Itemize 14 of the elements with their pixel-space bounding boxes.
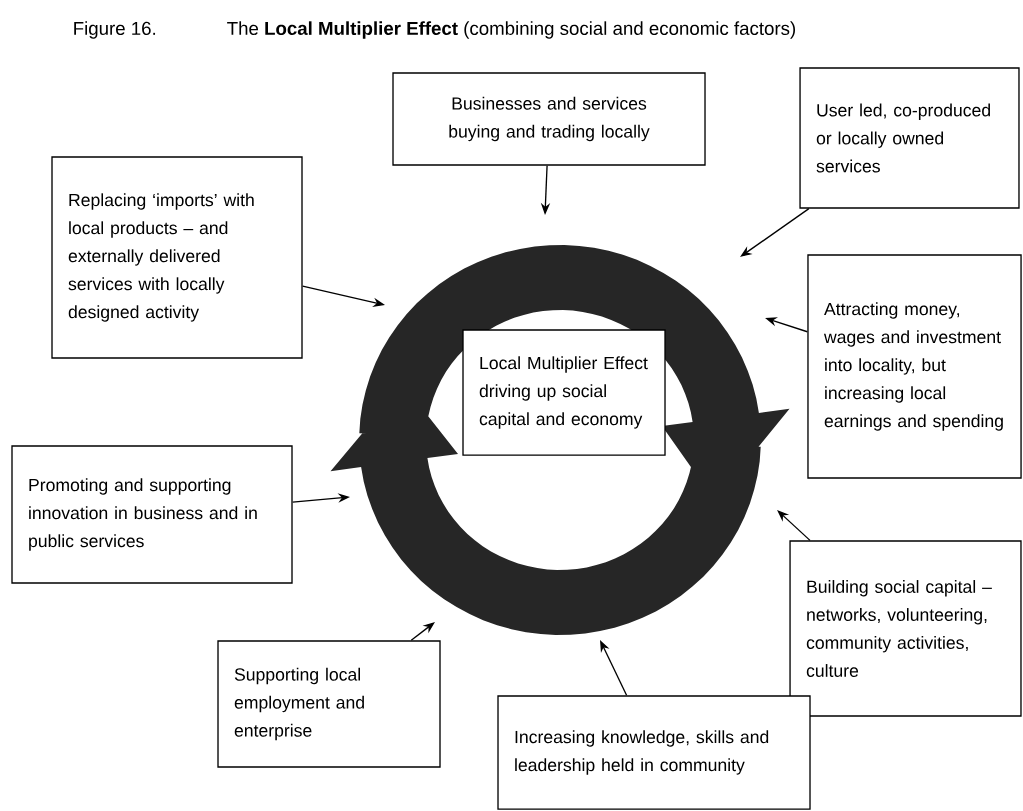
text-box: Attracting money, wages and investment into locality, but increasing local earnings and spending	[807, 254, 1022, 479]
arrow	[740, 208, 810, 257]
text-box: Supporting local employment and enterprise	[217, 640, 441, 768]
text-box: Promoting and supporting innovation in business and in public services	[11, 445, 293, 584]
text-box: Businesses and services buying and trading locally	[392, 72, 706, 166]
text-box: Increasing knowledge, skills and leadership held in community	[497, 695, 811, 810]
title: The Local Multiplier Effect (combining social and economic factors)	[227, 21, 795, 39]
text-box: Local Multiplier Effect driving up social capital and economy	[462, 329, 666, 456]
arrow	[777, 510, 811, 542]
text-box: User led, co-produced or locally owned services	[799, 67, 1020, 209]
arrow	[410, 622, 435, 641]
figure-number: Figure 16.	[74, 21, 156, 39]
text-box: Replacing ‘imports’ with local products – and externally delivered services with locally designed activity	[51, 156, 303, 359]
text-box: Building social capital – networks, volunteering, community activities, culture	[789, 540, 1022, 717]
